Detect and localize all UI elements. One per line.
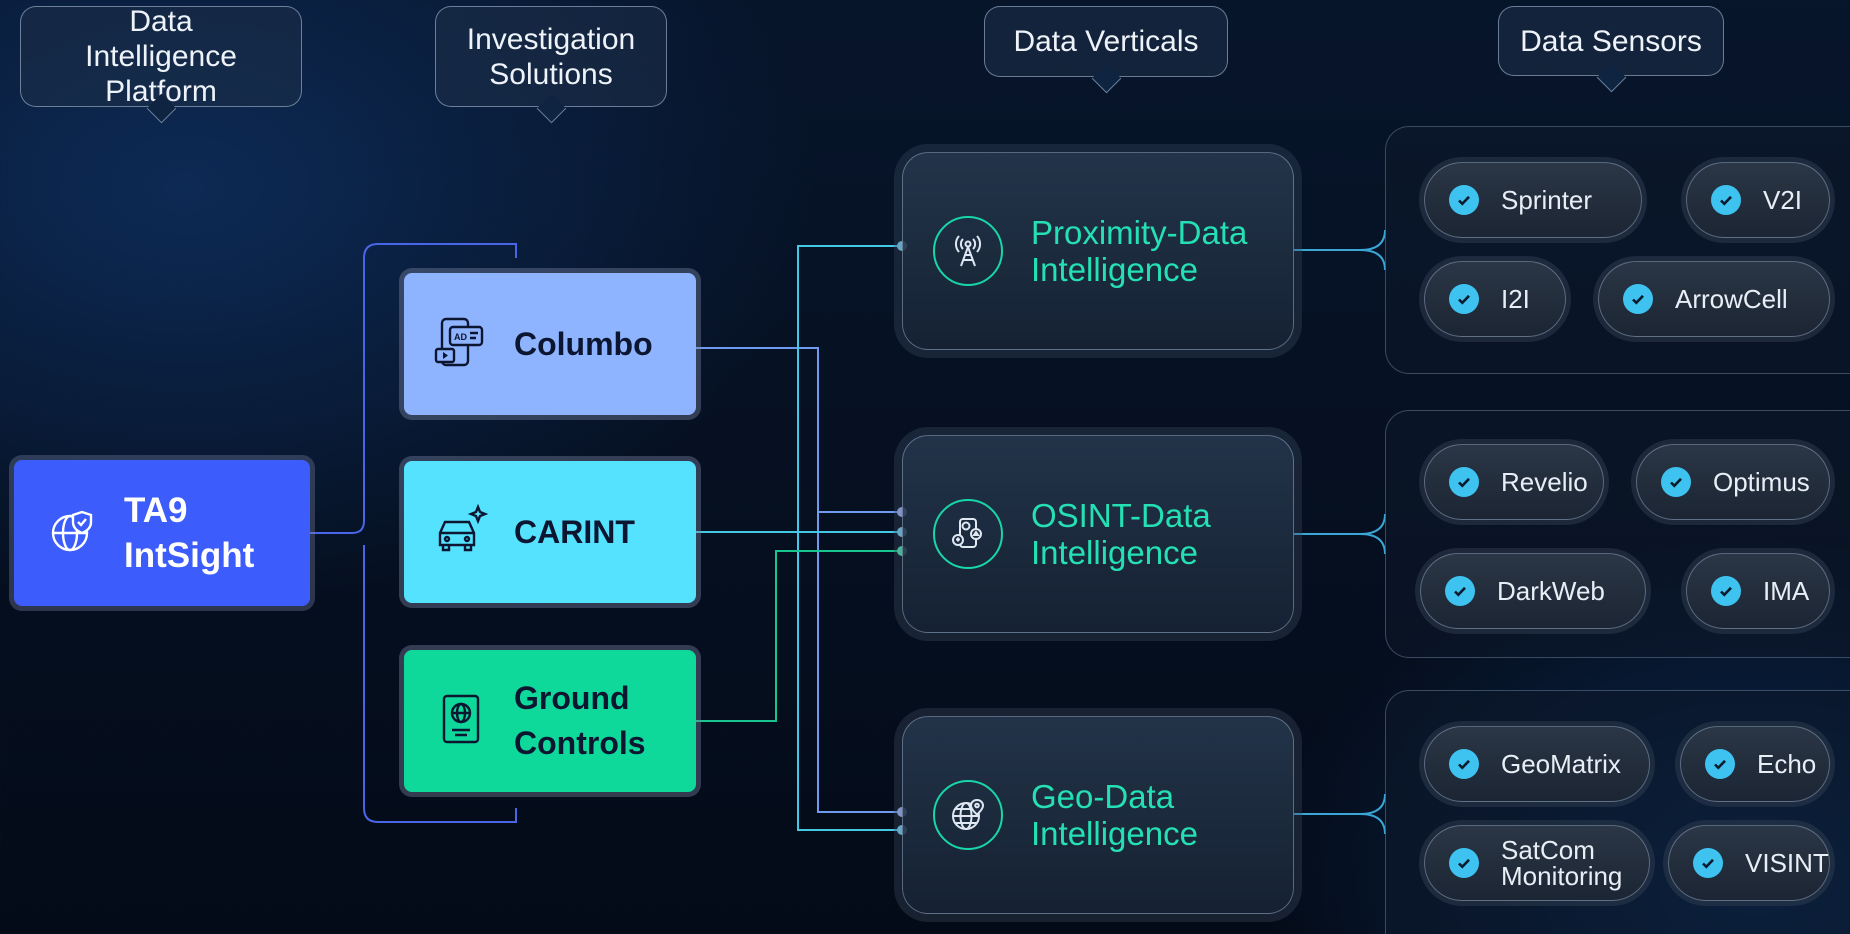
vertical-proximity-label: Proximity-Data Intelligence	[1031, 214, 1248, 288]
sensor-label: Revelio	[1501, 467, 1588, 497]
vertical-osint-label: OSINT-Data Intelligence	[1031, 497, 1211, 571]
callout-tail	[536, 93, 567, 124]
check-icon	[1623, 284, 1653, 314]
header-verticals-label: Data Verticals	[1013, 25, 1199, 58]
solution-carint-label: CARINT	[514, 513, 635, 550]
sensor-label: DarkWeb	[1497, 576, 1605, 606]
vertical-osint[interactable]: OSINT-Data Intelligence	[902, 435, 1294, 633]
sensor-label: Sprinter	[1501, 185, 1593, 215]
sensor-pill[interactable]: VISINT	[1668, 825, 1830, 901]
svg-text:AD: AD	[454, 332, 467, 342]
sensor-pill[interactable]: Sprinter	[1424, 162, 1642, 238]
solution-ground-controls-label: Ground Controls	[514, 680, 646, 761]
vertical-geo-label: Geo-Data Intelligence	[1031, 778, 1198, 852]
header-platform-label: Data Intelligence Platform	[85, 5, 237, 108]
sensor-pill[interactable]: Echo	[1680, 726, 1830, 802]
sensor-group-geo: GeoMatrix Echo SatCom Monitoring VISINT	[1385, 690, 1850, 934]
check-icon	[1449, 467, 1479, 497]
sensor-label: Echo	[1757, 749, 1817, 779]
sensor-group-osint: Revelio Optimus DarkWeb IMA	[1385, 410, 1850, 658]
check-icon	[1705, 749, 1735, 779]
car-sparkle-icon	[434, 503, 489, 562]
header-verticals: Data Verticals	[984, 6, 1228, 94]
sensor-pill[interactable]: Revelio	[1424, 444, 1604, 520]
callout-tail	[1596, 62, 1627, 93]
sensor-label: Optimus	[1713, 467, 1810, 497]
sensor-pill[interactable]: GeoMatrix	[1424, 726, 1650, 802]
callout-tail	[1091, 63, 1122, 94]
check-icon	[1693, 848, 1723, 878]
check-icon	[1449, 185, 1479, 215]
header-platform: Data Intelligence Platform	[20, 5, 302, 124]
devices-ad-icon: AD	[434, 315, 488, 374]
globe-pin-icon	[933, 780, 1003, 850]
sensor-pill[interactable]: I2I	[1424, 261, 1566, 337]
check-icon	[1711, 576, 1741, 606]
sensor-pill[interactable]: Optimus	[1636, 444, 1830, 520]
check-icon	[1445, 576, 1475, 606]
sensor-label: IMA	[1763, 576, 1810, 606]
header-investigation: Investigation Solutions	[435, 6, 667, 124]
header-sensors-label: Data Sensors	[1520, 24, 1702, 58]
sensor-pill[interactable]: V2I	[1686, 162, 1830, 238]
globe-shield-icon	[50, 508, 96, 559]
vertical-proximity[interactable]: Proximity-Data Intelligence	[902, 152, 1294, 350]
solution-carint[interactable]: CARINT	[404, 461, 696, 603]
sensor-label: GeoMatrix	[1501, 749, 1621, 779]
check-icon	[1449, 749, 1479, 779]
check-icon	[1711, 185, 1741, 215]
sensor-label: VISINT	[1745, 848, 1829, 878]
sensor-label: I2I	[1501, 284, 1530, 314]
vertical-geo[interactable]: Geo-Data Intelligence	[902, 716, 1294, 914]
header-investigation-label: Investigation Solutions	[466, 22, 636, 91]
platform-title: TA9 IntSight	[124, 491, 255, 575]
solution-ground-controls[interactable]: Ground Controls	[404, 650, 696, 792]
check-icon	[1449, 848, 1479, 878]
solution-columbo[interactable]: AD Columbo	[404, 273, 696, 415]
platform-node[interactable]: TA9 IntSight	[14, 460, 310, 606]
social-phone-icon	[933, 499, 1003, 569]
sensor-pill[interactable]: IMA	[1686, 553, 1830, 629]
sensor-pill[interactable]: SatCom Monitoring	[1424, 825, 1650, 901]
sensor-pill[interactable]: DarkWeb	[1420, 553, 1646, 629]
sensor-pill[interactable]: ArrowCell	[1598, 261, 1830, 337]
check-icon	[1449, 284, 1479, 314]
sensor-label: SatCom Monitoring	[1501, 835, 1623, 891]
check-icon	[1661, 467, 1691, 497]
passport-icon	[434, 692, 488, 751]
sensor-group-proximity: Sprinter V2I I2I ArrowCell	[1385, 126, 1850, 374]
sensor-label: V2I	[1763, 185, 1803, 215]
sensor-label: ArrowCell	[1675, 284, 1788, 314]
cell-tower-icon	[933, 216, 1003, 286]
solution-columbo-label: Columbo	[514, 325, 653, 362]
header-sensors: Data Sensors	[1498, 6, 1724, 93]
